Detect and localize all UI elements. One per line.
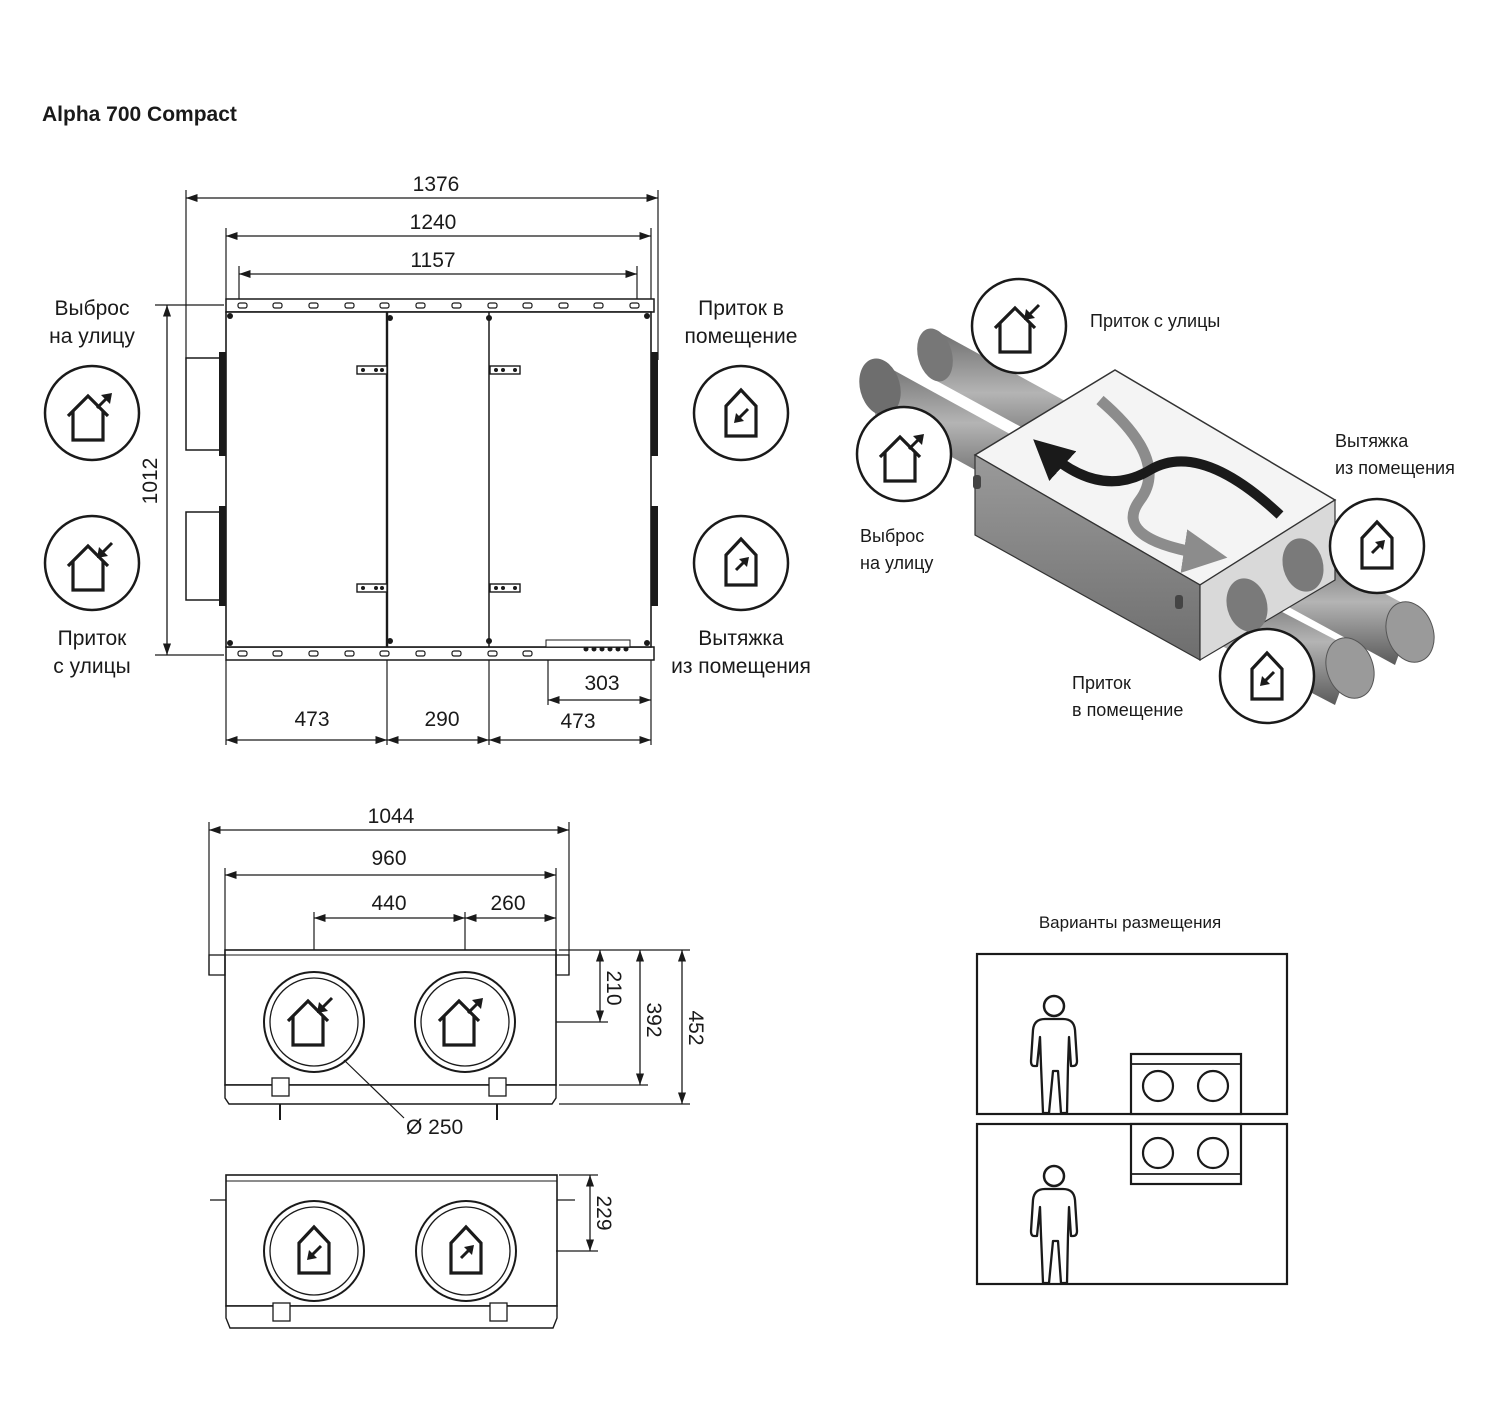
label-supply-in-2: с улицы — [53, 655, 130, 678]
label-iso-exhaust-1: Выброс — [860, 526, 924, 546]
label-iso-extract-1: Вытяжка — [1335, 431, 1409, 451]
dim-right-inner: 303 — [584, 672, 619, 695]
isometric-view: Приток с улицы Вытяжка из помещения Выбр… — [855, 277, 1455, 725]
dim-front-spacing: 440 — [371, 892, 406, 915]
pentagon-house-out-icon — [692, 514, 790, 612]
dim-diameter: Ø 250 — [406, 1116, 463, 1139]
label-supply-room-2: помещение — [685, 325, 798, 348]
house-in-icon — [43, 514, 141, 612]
dim-seg-right: 473 — [560, 710, 595, 733]
label-iso-exhaust-2: на улицу — [860, 553, 933, 573]
placement-title: Варианты размещения — [1039, 913, 1221, 932]
house-in-icon — [970, 277, 1068, 375]
label-supply-room-1: Приток в — [698, 297, 784, 320]
placement-variants: Варианты размещения — [975, 913, 1289, 1286]
label-supply-in-1: Приток — [58, 627, 128, 650]
label-iso-supply-outdoor: Приток с улицы — [1090, 311, 1220, 331]
label-extract-room-2: из помещения — [671, 655, 811, 678]
top-view: 1376 1240 1157 1012 473 290 473 303 — [43, 173, 811, 745]
airflow-arrow-icon — [1096, 395, 1228, 573]
label-iso-extract-2: из помещения — [1335, 458, 1455, 478]
dim-seg-mid: 290 — [424, 708, 459, 731]
page-title: Alpha 700 Compact — [42, 103, 237, 126]
label-iso-supply-room-2: в помещение — [1072, 700, 1183, 720]
front-view: 1044 960 440 260 210 392 452 Ø 250 — [208, 805, 707, 1139]
label-extract-room-1: Вытяжка — [698, 627, 784, 650]
dim-holes-width: 1157 — [410, 249, 455, 272]
label-exhaust-out-2: на улицу — [49, 325, 135, 348]
house-out-icon — [855, 405, 953, 503]
dim-front-overall: 1044 — [368, 805, 415, 828]
label-exhaust-out-1: Выброс — [55, 297, 130, 320]
pentagon-house-out-icon — [1328, 497, 1426, 595]
dim-seg-left: 473 — [294, 708, 329, 731]
dim-back-axis: 229 — [592, 1195, 615, 1230]
pentagon-house-in-icon — [692, 364, 790, 462]
dim-front-total: 452 — [684, 1010, 707, 1045]
dim-front-axis: 210 — [602, 970, 625, 1005]
dim-front-frame: 960 — [371, 847, 406, 870]
dim-front-body: 392 — [642, 1002, 665, 1037]
airflow-arrow-icon — [1033, 439, 1284, 519]
house-out-icon — [43, 364, 141, 462]
pentagon-house-in-icon — [1218, 627, 1316, 725]
label-iso-supply-room-1: Приток — [1072, 673, 1131, 693]
dim-depth: 1012 — [139, 458, 162, 505]
dim-overall-width: 1376 — [413, 173, 460, 196]
dim-front-offset: 260 — [490, 892, 525, 915]
back-view: 229 — [210, 1174, 615, 1329]
dim-frame-width: 1240 — [410, 211, 457, 234]
